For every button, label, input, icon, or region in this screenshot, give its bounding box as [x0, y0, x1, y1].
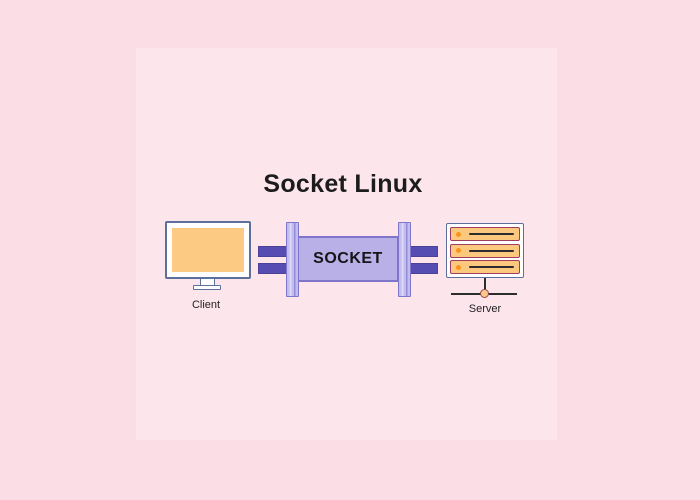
- monitor-stand-base: [193, 285, 221, 290]
- unit-vent-line: [469, 233, 514, 235]
- network-vertical-line: [484, 278, 486, 293]
- led-dot-icon: [456, 248, 461, 253]
- pipe-flange-left: [286, 222, 299, 297]
- unit-vent-line: [469, 249, 514, 252]
- socket-pipe-body: SOCKET: [297, 236, 399, 282]
- server-label: Server: [468, 303, 502, 315]
- led-dot-icon: [456, 231, 461, 237]
- pipe-flange-right: [398, 222, 411, 297]
- server-unit: [450, 243, 520, 258]
- led-dot-icon: [456, 264, 461, 270]
- socket-label: SOCKET: [313, 250, 383, 267]
- page-title: Socket Linux: [263, 170, 423, 198]
- server-rack-icon: [446, 223, 524, 278]
- monitor-screen: [172, 228, 244, 272]
- server-unit: [450, 260, 520, 274]
- client-monitor-icon: [165, 221, 251, 279]
- network-node-icon: [480, 289, 489, 298]
- server-unit: [450, 227, 520, 241]
- unit-vent-line: [469, 266, 514, 268]
- client-label: Client: [191, 299, 221, 311]
